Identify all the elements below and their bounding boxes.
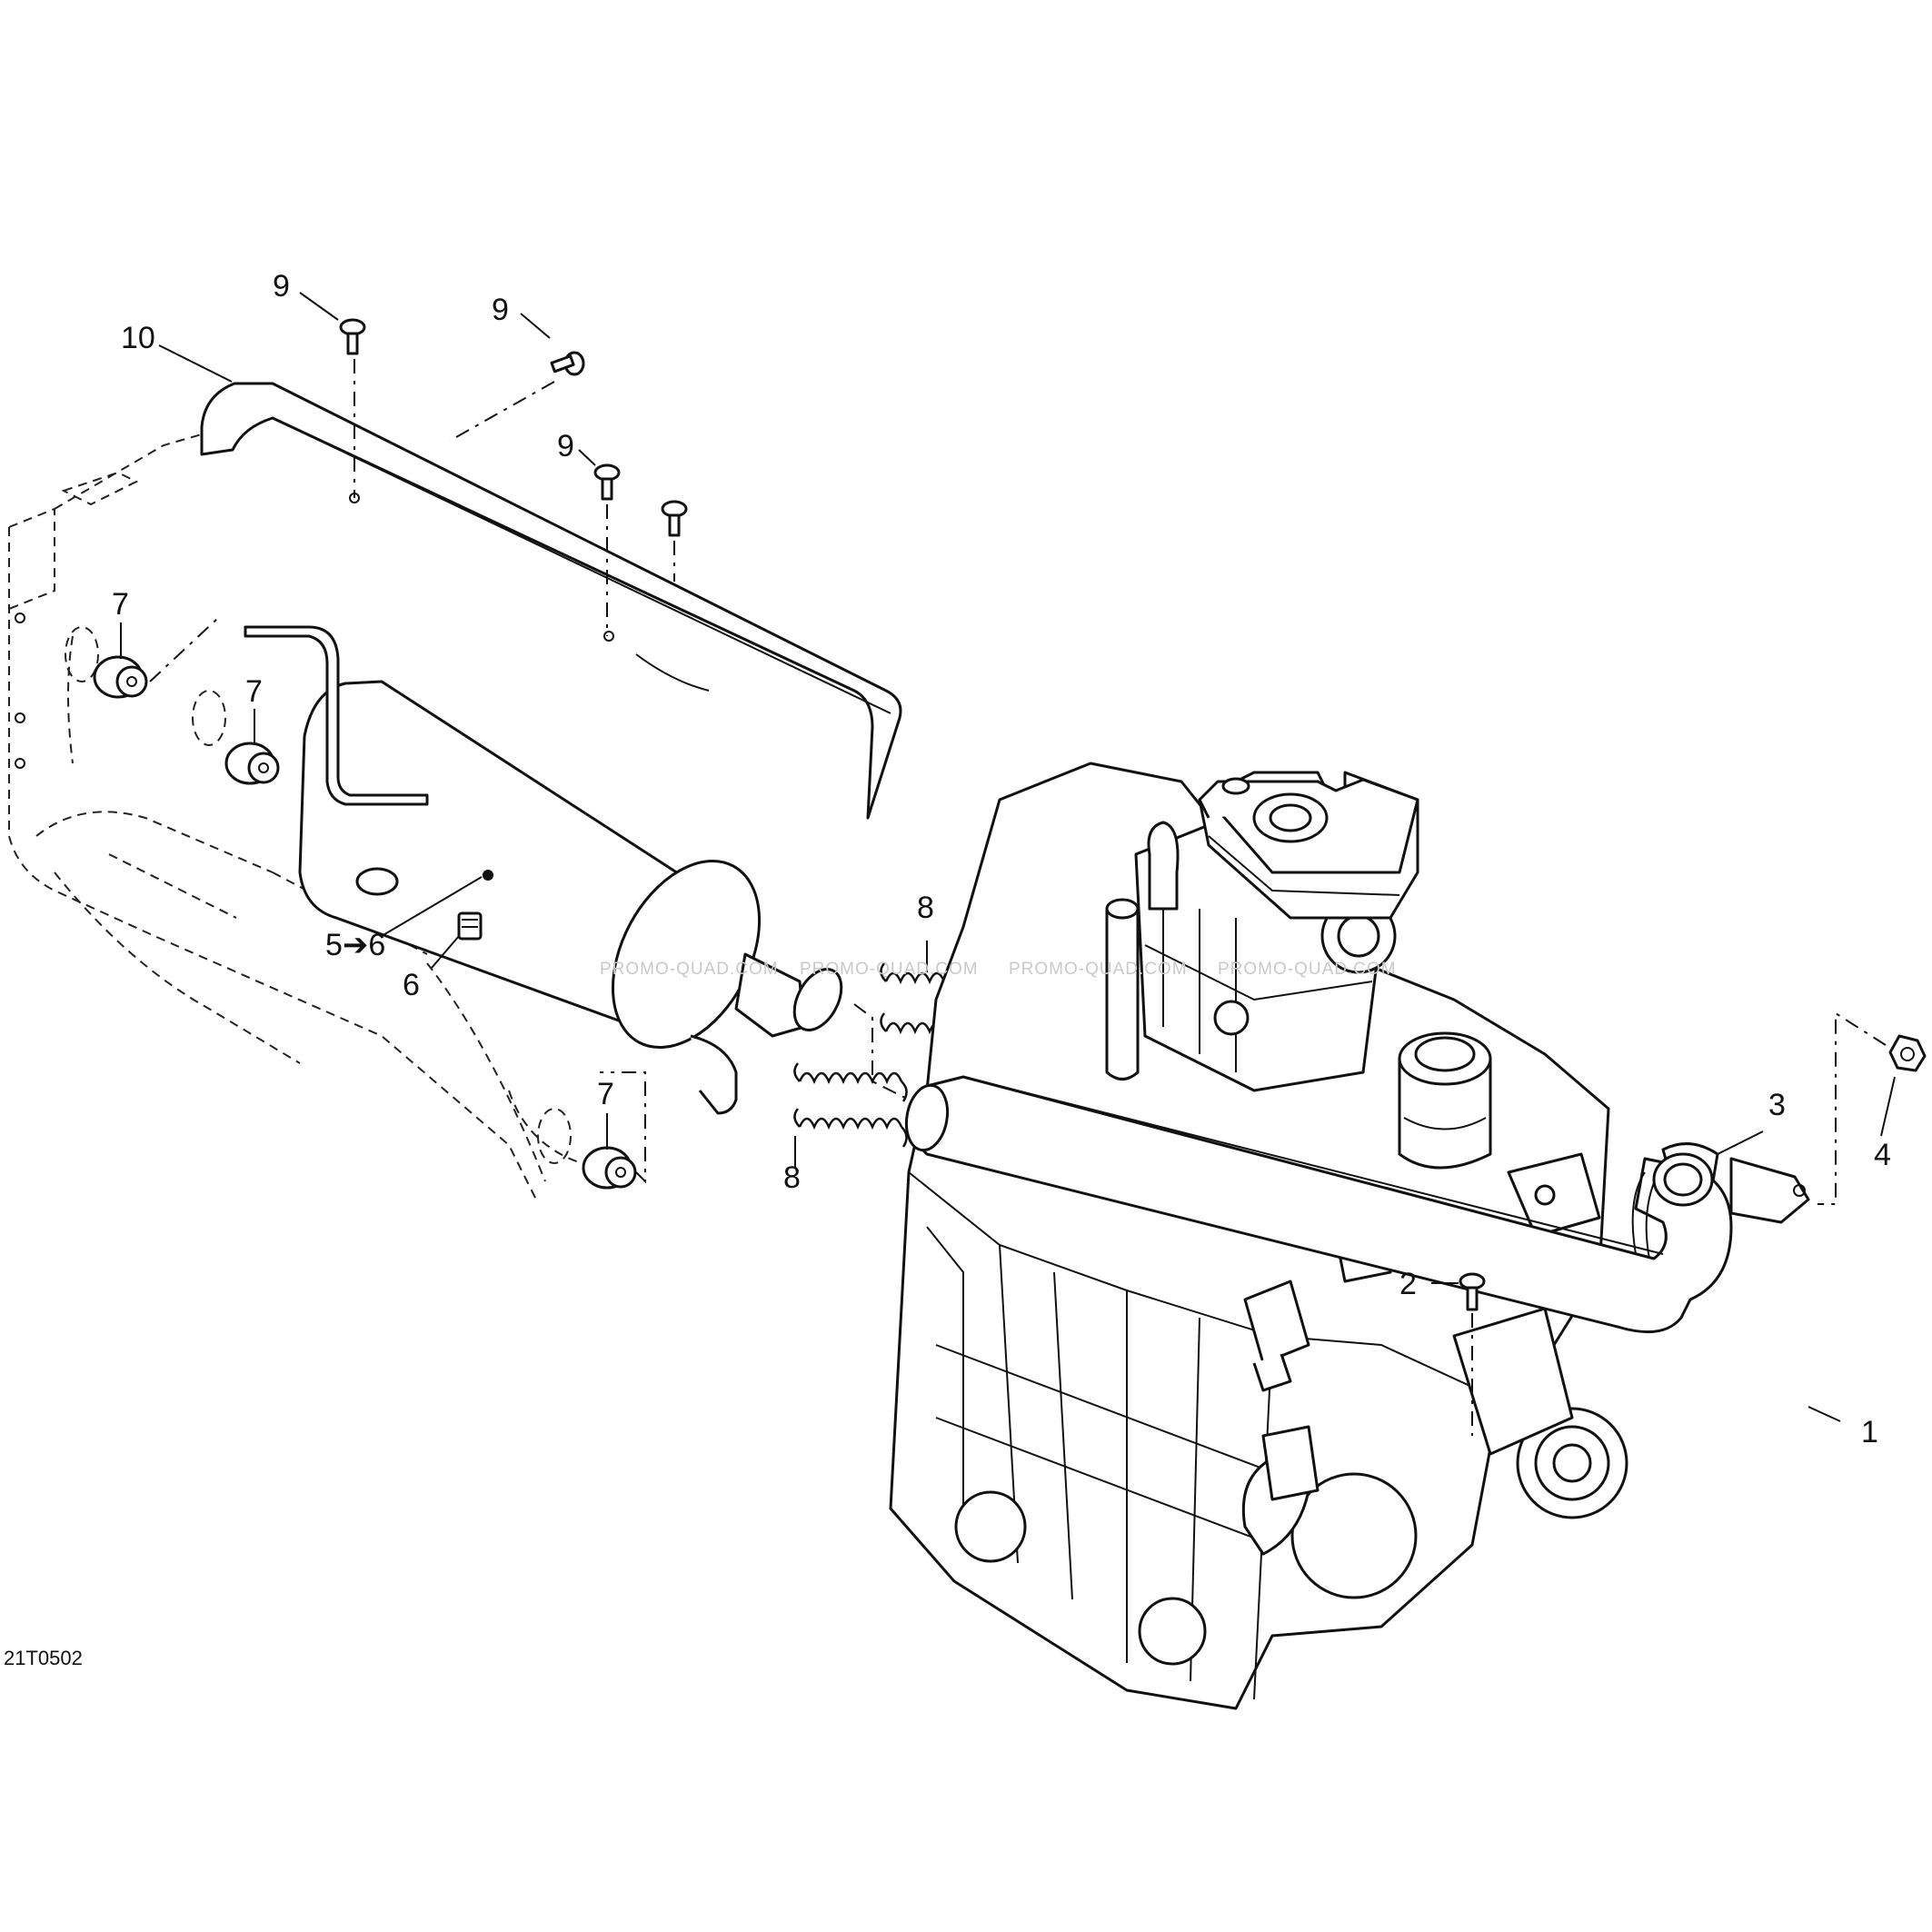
oil-filter xyxy=(1398,1031,1492,1170)
callout-8b: 8 xyxy=(783,1160,801,1195)
figure-code: 21T0502 xyxy=(4,1647,83,1669)
watermark-4: PROMO-QUAD.COM xyxy=(1218,960,1397,979)
flange-bolt xyxy=(1459,1272,1486,1311)
bolt-9c xyxy=(593,463,621,501)
callout-1: 1 xyxy=(1861,1415,1878,1449)
callout-4: 4 xyxy=(1874,1138,1891,1172)
callout-6: 6 xyxy=(403,968,420,1002)
leader-lines xyxy=(120,292,1896,1422)
callout-8a: 8 xyxy=(917,891,934,925)
callout-7c: 7 xyxy=(597,1077,614,1111)
callout-7a: 7 xyxy=(112,587,129,622)
valve-cover xyxy=(1198,771,1419,920)
spring-8d xyxy=(793,1108,908,1148)
gasket-ring xyxy=(1652,1152,1714,1207)
callout-10: 10 xyxy=(121,321,155,355)
exhaust-flange xyxy=(1729,1157,1810,1224)
grommet-7b xyxy=(224,742,280,785)
bolt-9a xyxy=(339,318,366,355)
spring-8c xyxy=(793,1062,908,1102)
drain-plug xyxy=(457,911,483,941)
bolt-9d xyxy=(661,500,688,537)
flange-nut xyxy=(1888,1034,1927,1072)
bolt-9b xyxy=(550,351,585,376)
watermark-2: PROMO-QUAD.COM xyxy=(800,960,979,979)
callout-9a: 9 xyxy=(273,269,290,304)
heat-shield xyxy=(200,382,902,820)
callout-9b: 9 xyxy=(492,293,509,327)
callout-5-6: 5➔6 xyxy=(325,928,385,962)
grommet-7a xyxy=(93,655,148,699)
watermark-1: PROMO-QUAD.COM xyxy=(600,960,779,979)
watermark-3: PROMO-QUAD.COM xyxy=(1009,960,1188,979)
grommet-7c xyxy=(582,1146,637,1190)
callout-3: 3 xyxy=(1768,1088,1786,1122)
callout-7b: 7 xyxy=(245,674,263,709)
callout-2: 2 xyxy=(1399,1267,1417,1301)
callout-9c: 9 xyxy=(557,429,574,463)
muffler xyxy=(244,625,843,1115)
intake-pipe xyxy=(1105,821,1180,1081)
